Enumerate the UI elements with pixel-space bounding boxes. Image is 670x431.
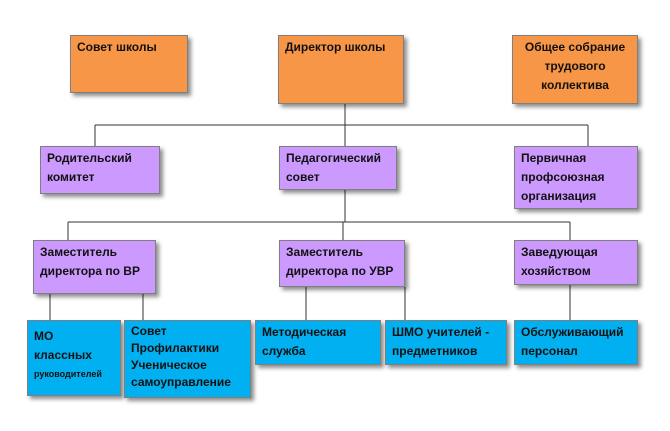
box-text: Общее собрание (524, 40, 626, 54)
box-text: Заместитель (40, 245, 118, 259)
box-text: директора по ВР (40, 264, 140, 278)
box-text: организация (521, 189, 597, 203)
box-mo-klass: МО классных руководителей (27, 320, 121, 396)
box-ped-sovet: Педагогический совет (279, 146, 397, 190)
box-roditelsky-komitet: Родительский комитет (40, 146, 160, 194)
box-sovet-shkoly: Совет школы (70, 35, 188, 93)
box-text: Ученическое (131, 358, 207, 372)
box-zam-vr: Заместитель директора по ВР (33, 240, 156, 294)
box-text: Заведующая (521, 245, 598, 259)
box-text: МО (34, 329, 54, 343)
box-text: Заместитель (286, 245, 364, 259)
box-text: Педагогический (286, 151, 382, 165)
box-text: профсоюзная (521, 170, 605, 184)
box-text: Директор школы (285, 40, 386, 54)
box-text: директора по УВР (286, 264, 394, 278)
box-metod-sluzhba: Методическая служба (255, 320, 381, 365)
box-obsluzh-personal: Обслуживающий персонал (514, 320, 638, 365)
box-text: Родительский (47, 151, 132, 165)
box-zam-uvr: Заместитель директора по УВР (279, 240, 405, 287)
box-text: руководителей (34, 369, 102, 379)
box-profsoyuz: Первичная профсоюзная организация (514, 146, 638, 209)
box-text: Профилактики (131, 341, 220, 355)
box-sovet-prof: Совет Профилактики Ученическое самоуправ… (124, 320, 251, 398)
box-text: персонал (521, 344, 578, 358)
box-text: Первичная (521, 151, 587, 165)
box-text: Методическая (262, 325, 347, 339)
box-shmo: ШМО учителей - предметников (385, 320, 507, 365)
box-direktor: Директор школы (278, 35, 404, 104)
box-text: предметников (392, 344, 478, 358)
box-zav-hoz: Заведующая хозяйством (514, 240, 638, 285)
box-text: самоуправление (131, 375, 231, 389)
box-text: Совет школы (77, 40, 157, 54)
box-text: классных (34, 348, 92, 362)
box-obshchee-sobranie: Общее собрание трудового коллектива (512, 35, 638, 104)
box-text: комитет (47, 170, 95, 184)
box-text: совет (286, 170, 320, 184)
box-text: Совет (131, 324, 167, 338)
box-text: служба (262, 344, 306, 358)
box-text: ШМО учителей - (392, 325, 490, 339)
box-text: Обслуживающий (521, 325, 624, 339)
box-text: хозяйством (521, 264, 591, 278)
box-text: трудового (544, 59, 606, 73)
box-text: коллектива (541, 78, 609, 92)
